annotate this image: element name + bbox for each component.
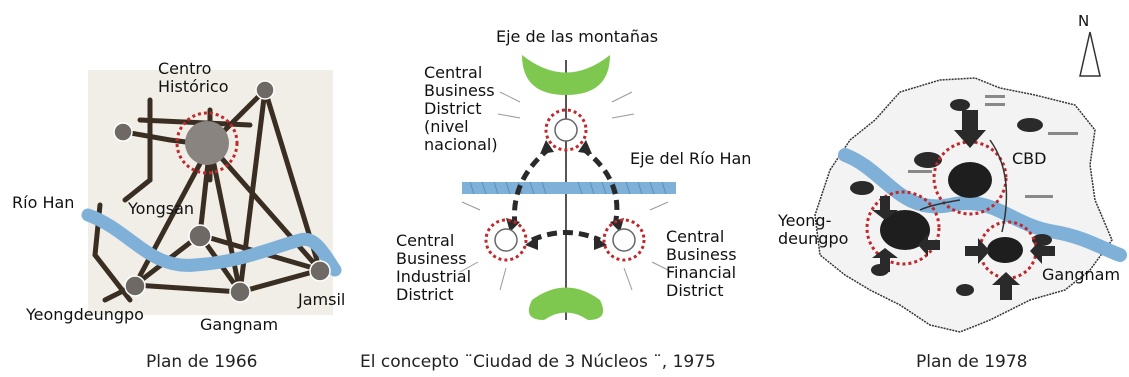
label-gangnam: Gangnam (200, 315, 279, 334)
label-financial-district: Central Business Financial District (666, 227, 737, 300)
label-north: N (1078, 12, 1090, 30)
yeongdeungpo-dashed-circle (865, 190, 941, 266)
han-river (81, 208, 342, 277)
river-band-hatch (469, 181, 667, 195)
sub-center-1 (914, 152, 942, 168)
label-eje-montanas: Eje de las montañas (496, 27, 659, 46)
mountain-top-shape (522, 55, 610, 95)
node-cbd (554, 118, 578, 142)
growth-arrows (872, 110, 1055, 300)
label-industrial-district: Central Business Industrial District (396, 231, 472, 304)
node-industrial (494, 228, 518, 252)
historic-center-node (185, 121, 229, 165)
plan-1978-map (814, 31, 1127, 333)
node-west (113, 122, 133, 142)
label-jamsil: Jamsil (298, 290, 346, 309)
label-cbd: CBD (1012, 149, 1047, 168)
node-yongsan (188, 224, 212, 248)
connection-arrows (511, 145, 620, 243)
node-north (255, 80, 275, 100)
label-yeongdeungpo: Yeongdeungpo (26, 305, 144, 324)
financial-dashed-circle (602, 218, 646, 262)
node-financial (612, 228, 636, 252)
cbd-center (948, 162, 992, 198)
tiny-map-annotations (908, 95, 1078, 198)
sub-center-2 (850, 181, 874, 195)
node-yeongdeungpo (124, 275, 146, 297)
historic-center-dashed-circle (175, 111, 239, 175)
plan-1966-map (81, 70, 342, 315)
industrial-dashed-circle (484, 218, 528, 262)
north-arrow-icon (1079, 31, 1101, 77)
gangnam-center (987, 237, 1023, 263)
concept-1975-diagram (459, 55, 676, 320)
panel-plan-1966: Centro Histórico Río Han Yongsan Yeongde… (0, 0, 360, 377)
yeongdeungpo-center (880, 210, 930, 250)
node-jamsil (309, 260, 331, 282)
panel-plan-1978: N CBD Yeong- deungpo Gangnam Plan de 197… (778, 0, 1129, 377)
label-central-business-district: Central Business District (nivel naciona… (424, 63, 498, 154)
label-yeong-deungpo: Yeong- deungpo (778, 211, 849, 248)
label-rio-han: Río Han (12, 193, 75, 212)
caption-plan-1966: Plan de 1966 (146, 352, 258, 372)
arrow-heads (506, 140, 624, 250)
panel-concept-1975: Eje de las montañas Central Business Dis… (360, 0, 790, 377)
sub-center-4 (1017, 118, 1043, 132)
label-eje-rio-han: Eje del Río Han (630, 149, 752, 168)
sub-center-3 (950, 99, 970, 111)
mountain-bottom-shape (528, 287, 604, 320)
han-river-band (462, 182, 676, 194)
cbd-dashed-circle (544, 108, 588, 152)
sub-center-7 (956, 284, 974, 296)
han-river (838, 148, 1127, 262)
label-gangnam: Gangnam (1042, 265, 1121, 284)
caption-plan-1978: Plan de 1978 (916, 352, 1028, 372)
center-links (919, 139, 1008, 233)
node-gangnam (229, 281, 251, 303)
label-yongsan: Yongsan (128, 199, 195, 218)
label-centro-historico: Centro Histórico (158, 59, 229, 96)
caption-concept-1975: El concepto ¨Ciudad de 3 Núcleos ¨, 1975 (360, 352, 716, 372)
radiating-lines (459, 91, 673, 291)
